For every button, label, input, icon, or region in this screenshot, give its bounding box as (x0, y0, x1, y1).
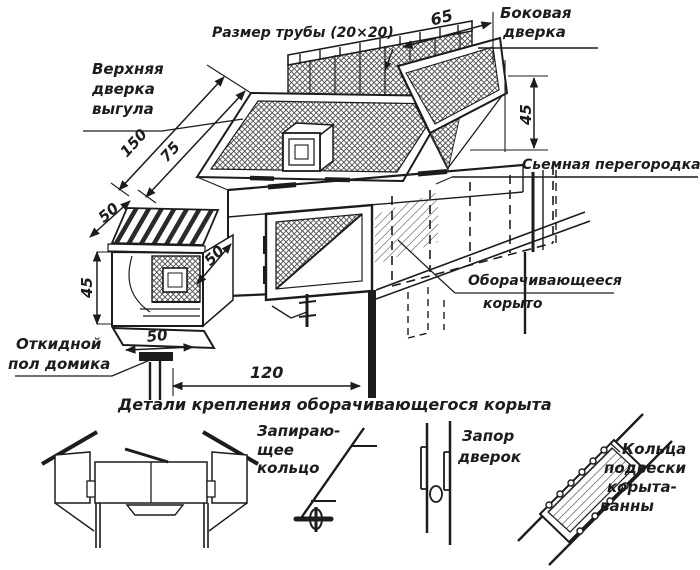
details-section-title: Детали крепления оборачивающегося корыта (118, 395, 552, 414)
locking-ring-label-line1: Запираю- (257, 422, 341, 440)
locking-ring-label-line2: щее (257, 441, 294, 459)
side-door-label-line2: дверка (503, 23, 566, 41)
trough-rings-label-line3: корыта- (607, 478, 677, 496)
door-latch-pin (271, 294, 317, 327)
locking-ring-label-line3: кольцо (257, 459, 320, 477)
detail-door-latch (420, 421, 452, 545)
pipe-size-label: Размер трубы (20×20) (212, 25, 394, 41)
front-door (263, 203, 374, 302)
cage-legs (139, 290, 376, 400)
dim-120: 120 (250, 363, 284, 382)
line-art (15, 12, 698, 566)
turning-trough-label-line2: корыто (483, 296, 543, 312)
trough-rings-label-line1: Кольца (622, 440, 687, 458)
dim-45-right: 45 (517, 104, 535, 125)
top-run-door-label-line1: Верхняя (92, 60, 164, 78)
folding-floor-label-line1: Откидной (16, 335, 102, 353)
folding-floor-label-line2: пол домика (8, 355, 111, 373)
top-run-door-label-line2: дверка (92, 80, 155, 98)
dimension-lines (15, 12, 698, 396)
dim-50-floor: 50 (145, 325, 169, 346)
detail-cross-section (40, 430, 260, 548)
door-latch-label-line2: дверок (458, 448, 522, 466)
trough-rings-label-line4: ванны (600, 497, 654, 515)
detail-locking-ring (293, 427, 377, 532)
side-door-label-line1: Боковая (500, 4, 572, 22)
door-latch-label-line1: Запор (462, 427, 515, 445)
house (107, 207, 234, 350)
turning-trough-label-line1: Оборачивающееся (468, 273, 622, 289)
dim-45-house: 45 (78, 277, 96, 298)
hidden-trough-dashed (391, 166, 554, 339)
chimney-box (280, 122, 336, 173)
side-door-panel (396, 36, 509, 172)
top-run-door-label-line3: выгула (92, 100, 154, 118)
trough-rings-label-line2: подвески (604, 459, 687, 477)
detail-trough-bath (517, 413, 673, 566)
removable-partition-label: Сьемная перегородка (522, 157, 700, 173)
